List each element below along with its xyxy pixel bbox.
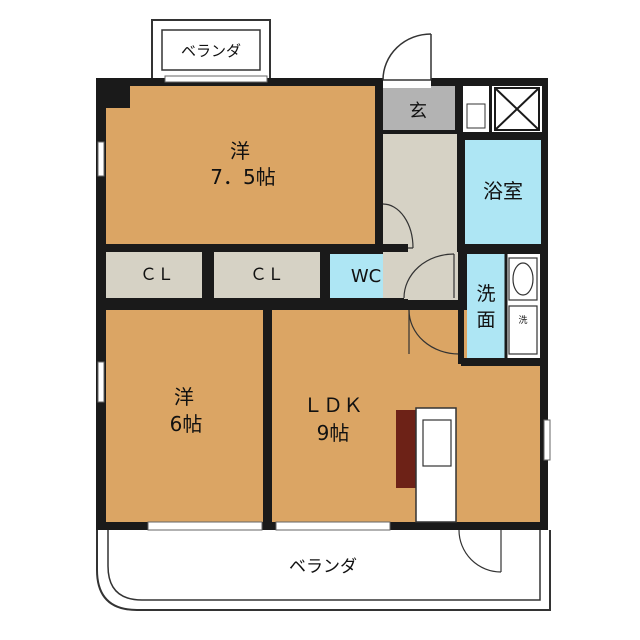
door-swing-icon: [382, 33, 432, 81]
entrance: [383, 86, 455, 132]
closet-1: [106, 252, 202, 298]
wc-label: WC: [351, 266, 381, 287]
windows: [97, 75, 551, 531]
meter-box-icon: [494, 87, 540, 131]
ldk-name: ＬＤＫ: [303, 393, 363, 417]
western-room-1-size: 7．5帖: [210, 165, 275, 189]
closet-2-label: ＣＬ: [250, 265, 284, 285]
bathroom: [465, 140, 541, 244]
western-room-2-name: 洋: [174, 385, 194, 409]
washroom-label-1: 洗: [476, 283, 495, 305]
closet-2: [214, 252, 320, 298]
washbasin-icon: [508, 305, 538, 355]
washing-machine-icon: [508, 257, 538, 301]
bottom-balcony: [96, 530, 551, 611]
entrance-label: 玄: [409, 101, 427, 122]
sink-icon: [422, 419, 452, 467]
western-room-2: [106, 310, 263, 522]
western-room-2-size: 6帖: [170, 412, 203, 436]
top-balcony: [151, 19, 271, 81]
washroom-label-2: 面: [476, 309, 495, 331]
washbasin-label: 洗: [518, 314, 527, 326]
western-room-1-name: 洋: [230, 139, 250, 163]
washroom: [467, 254, 505, 358]
western-room-1: [106, 86, 375, 244]
bottom-balcony-label: ベランダ: [289, 557, 357, 577]
ldk-size: 9帖: [317, 421, 350, 445]
closet-1-label: ＣＬ: [140, 265, 174, 285]
bathroom-label: 浴室: [483, 179, 523, 203]
top-balcony-label: ベランダ: [181, 42, 241, 60]
